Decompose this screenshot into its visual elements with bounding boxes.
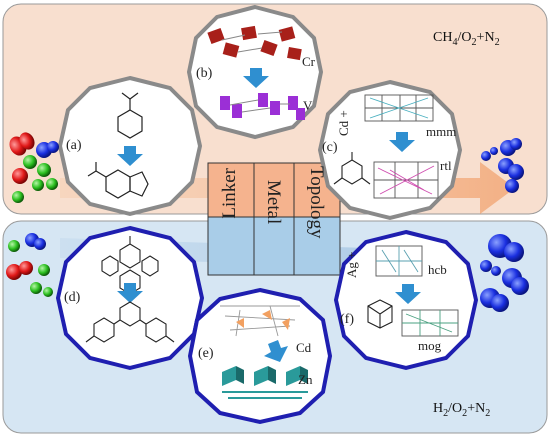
zn-cluster	[222, 366, 308, 399]
panel-c-topo-from: mmm	[426, 124, 457, 139]
center-topology-label: Topology	[306, 166, 327, 239]
center-linker-label: Linker	[219, 168, 240, 219]
panel-a-label: (a)	[66, 138, 82, 153]
panel-d-arrow	[117, 283, 143, 303]
bottom-right-molecules	[480, 234, 529, 312]
mmm-net	[364, 94, 434, 122]
vanadium-cluster	[220, 93, 305, 120]
panel-c-label: (c)	[322, 140, 338, 155]
panel-e-frame	[187, 287, 333, 425]
top-left-molecules	[9, 132, 59, 203]
isonicotinic-acid-structure	[117, 92, 143, 139]
panel-f-metal: Ag +	[344, 251, 359, 278]
tricarboxylic-acid-structure	[333, 152, 371, 185]
panel-e-metal-to: Zn	[298, 372, 313, 387]
panel-a-frame	[57, 75, 203, 217]
panel-c-frame	[317, 79, 463, 221]
panel-b-metal-from: Cr	[302, 54, 315, 69]
panel-c-arrow	[389, 132, 415, 152]
panel-b-arrow	[243, 68, 269, 88]
panel-c-topo-to: rtl	[440, 158, 452, 173]
bottom-left-molecules	[6, 233, 53, 297]
panel-c-metal: Cd +	[336, 110, 351, 136]
panel-d-frame	[55, 225, 205, 371]
panel-e-arrow	[264, 340, 288, 362]
tricarboxylate-structure	[85, 301, 175, 343]
hexamine-structure	[367, 299, 393, 329]
rtl-net	[373, 161, 439, 199]
center-table	[207, 162, 341, 276]
panel-b-frame	[186, 4, 324, 140]
panel-f-arrow	[395, 284, 421, 304]
chromium-cluster	[207, 25, 302, 61]
panel-e-metal-from: Cd	[296, 340, 312, 355]
panel-f-label: (f)	[340, 312, 354, 327]
top-right-molecules	[481, 138, 524, 193]
hcb-net	[375, 245, 423, 277]
panel-f-topo-from: hcb	[428, 262, 447, 277]
panel-b-label: (b)	[196, 66, 213, 81]
panel-b-metal-to: V	[303, 98, 313, 113]
bottom-gas-label: H2/O2+N2	[433, 401, 491, 419]
panel-e-label: (e)	[198, 346, 214, 361]
panel-f-frame	[333, 229, 479, 371]
mog-net	[401, 309, 459, 337]
top-gas-label: CH4/O2+N2	[433, 30, 500, 48]
center-metal-label: Metal	[263, 180, 284, 225]
panel-f-topo-to: mog	[418, 338, 442, 353]
benzimidazole-structure	[87, 162, 149, 199]
panel-a-arrow	[117, 146, 143, 166]
panel-d-label: (d)	[64, 290, 81, 305]
cd-network	[220, 305, 300, 337]
